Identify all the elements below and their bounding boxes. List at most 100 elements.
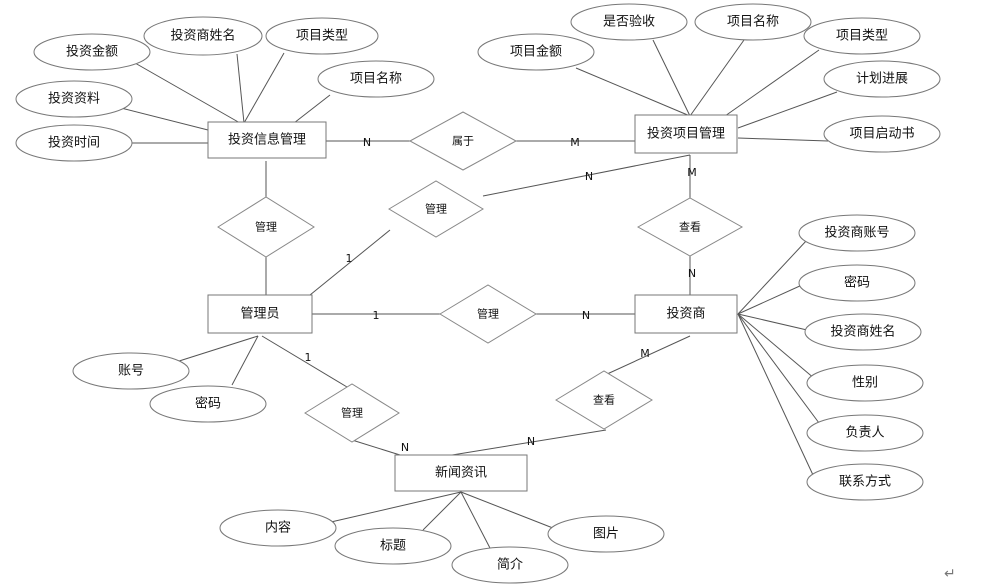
- cardinality-label: N: [688, 267, 696, 280]
- relationship-r-belong: 属于: [408, 111, 518, 171]
- attribute-ellipse: [798, 214, 916, 252]
- relationship-r-view-project: 查看: [636, 197, 744, 257]
- attribute-label: 图片: [593, 527, 619, 542]
- attribute-a-admin-account: 账号: [72, 352, 190, 390]
- connector-line: [737, 313, 808, 331]
- return-symbol: ↵: [944, 566, 956, 582]
- entity-label: 投资商: [666, 306, 705, 322]
- connector-line: [236, 53, 245, 124]
- connector-line: [737, 313, 816, 380]
- attribute-a-admin-password: 密码: [149, 385, 267, 423]
- connector-line: [737, 284, 803, 315]
- connector-line: [293, 94, 331, 124]
- relationship-r-manage-project: 管理: [388, 180, 484, 238]
- connector-line: [243, 52, 285, 124]
- attribute-a-proj-amount: 项目金额: [477, 33, 595, 71]
- attribute-label: 投资时间: [48, 135, 100, 151]
- entity-admin: 管理员: [207, 294, 313, 334]
- attribute-label: 投资资料: [48, 91, 100, 107]
- attribute-label: 投资金额: [66, 44, 118, 60]
- relationship-diamond: [408, 111, 518, 171]
- connector-line: [445, 429, 607, 457]
- connector-line: [737, 313, 814, 476]
- cardinality-label: 1: [346, 252, 353, 265]
- entity-box: [394, 454, 528, 492]
- attribute-label: 负责人: [845, 426, 884, 441]
- relationship-label: 管理: [477, 307, 499, 321]
- attribute-ellipse: [806, 364, 924, 402]
- diagram-nodes: 投资金额投资商姓名项目类型投资资料项目名称投资时间是否验收项目名称项目金额项目类…: [15, 3, 941, 584]
- attribute-ellipse: [219, 509, 337, 547]
- connector-line: [604, 335, 691, 376]
- attribute-ellipse: [823, 60, 941, 98]
- attribute-ellipse: [804, 313, 922, 351]
- connector-lines: [120, 39, 838, 551]
- entity-investor: 投资商: [634, 294, 738, 334]
- attribute-label: 投资商姓名: [830, 324, 895, 340]
- entity-label: 投资信息管理: [228, 132, 306, 148]
- attribute-label: 投资商姓名: [170, 28, 235, 44]
- entity-news: 新闻资讯: [394, 454, 528, 492]
- attribute-label: 计划进展: [856, 72, 908, 87]
- attribute-a-news-image: 图片: [547, 515, 665, 553]
- attribute-label: 联系方式: [839, 474, 891, 490]
- entity-label: 管理员: [240, 307, 279, 322]
- cardinality-label: 1: [373, 309, 380, 322]
- attribute-a-inv-contact: 联系方式: [806, 463, 924, 501]
- cardinality-label: N: [527, 435, 535, 448]
- cardinality-label: M: [570, 136, 580, 149]
- cardinality-label: N: [582, 309, 590, 322]
- relationship-label: 查看: [593, 393, 615, 407]
- attribute-a-inv-password: 密码: [798, 264, 916, 302]
- connector-line: [175, 335, 259, 363]
- attribute-a-inv-account: 投资商账号: [798, 214, 916, 252]
- relationship-label: 查看: [679, 220, 701, 234]
- relationship-label: 管理: [255, 220, 277, 234]
- relationship-diamond: [217, 196, 315, 258]
- cardinality-label: N: [401, 441, 409, 454]
- attribute-a-info-time: 投资时间: [15, 124, 133, 162]
- attribute-label: 标题: [380, 539, 406, 554]
- connector-line: [737, 313, 823, 428]
- connector-line: [460, 491, 559, 531]
- connector-line: [330, 491, 462, 523]
- attribute-a-proj-accepted: 是否验收: [570, 3, 688, 41]
- attribute-a-proj-start: 项目启动书: [823, 115, 941, 153]
- cardinality-label: N: [363, 136, 371, 149]
- cardinality-label: M: [687, 166, 697, 179]
- attribute-label: 项目名称: [727, 14, 779, 30]
- relationship-label: 管理: [425, 202, 447, 216]
- attribute-ellipse: [451, 546, 569, 584]
- cardinality-label: N: [585, 170, 593, 183]
- attribute-a-inv-person: 负责人: [806, 414, 924, 452]
- connector-line: [134, 62, 241, 124]
- entity-box: [634, 294, 738, 334]
- attribute-a-info-material: 投资资料: [15, 80, 133, 118]
- attribute-ellipse: [149, 385, 267, 423]
- relationship-diamond: [636, 197, 744, 257]
- attribute-a-proj-progress: 计划进展: [823, 60, 941, 98]
- connector-line: [422, 491, 462, 531]
- relationship-r-view-news: 查看: [555, 370, 653, 430]
- connector-line: [231, 335, 259, 386]
- entity-invest-info: 投资信息管理: [207, 121, 327, 159]
- attribute-a-news-content: 内容: [219, 509, 337, 547]
- relationship-label: 属于: [452, 135, 474, 148]
- attribute-label: 密码: [195, 396, 221, 412]
- attribute-a-inv-gender: 性别: [806, 364, 924, 402]
- attribute-ellipse: [33, 33, 151, 71]
- entity-box: [634, 114, 738, 154]
- connector-line: [689, 39, 745, 117]
- attribute-label: 项目类型: [296, 29, 348, 44]
- connector-line: [309, 229, 391, 296]
- attribute-ellipse: [806, 463, 924, 501]
- attribute-label: 性别: [852, 376, 878, 391]
- relationship-diamond: [555, 370, 653, 430]
- attribute-a-inv-name: 投资商姓名: [804, 313, 922, 351]
- attribute-label: 账号: [118, 364, 144, 379]
- attribute-label: 是否验收: [603, 14, 655, 30]
- attribute-a-info-projname: 项目名称: [317, 60, 435, 98]
- connector-line: [737, 239, 808, 315]
- entity-label: 新闻资讯: [435, 465, 487, 481]
